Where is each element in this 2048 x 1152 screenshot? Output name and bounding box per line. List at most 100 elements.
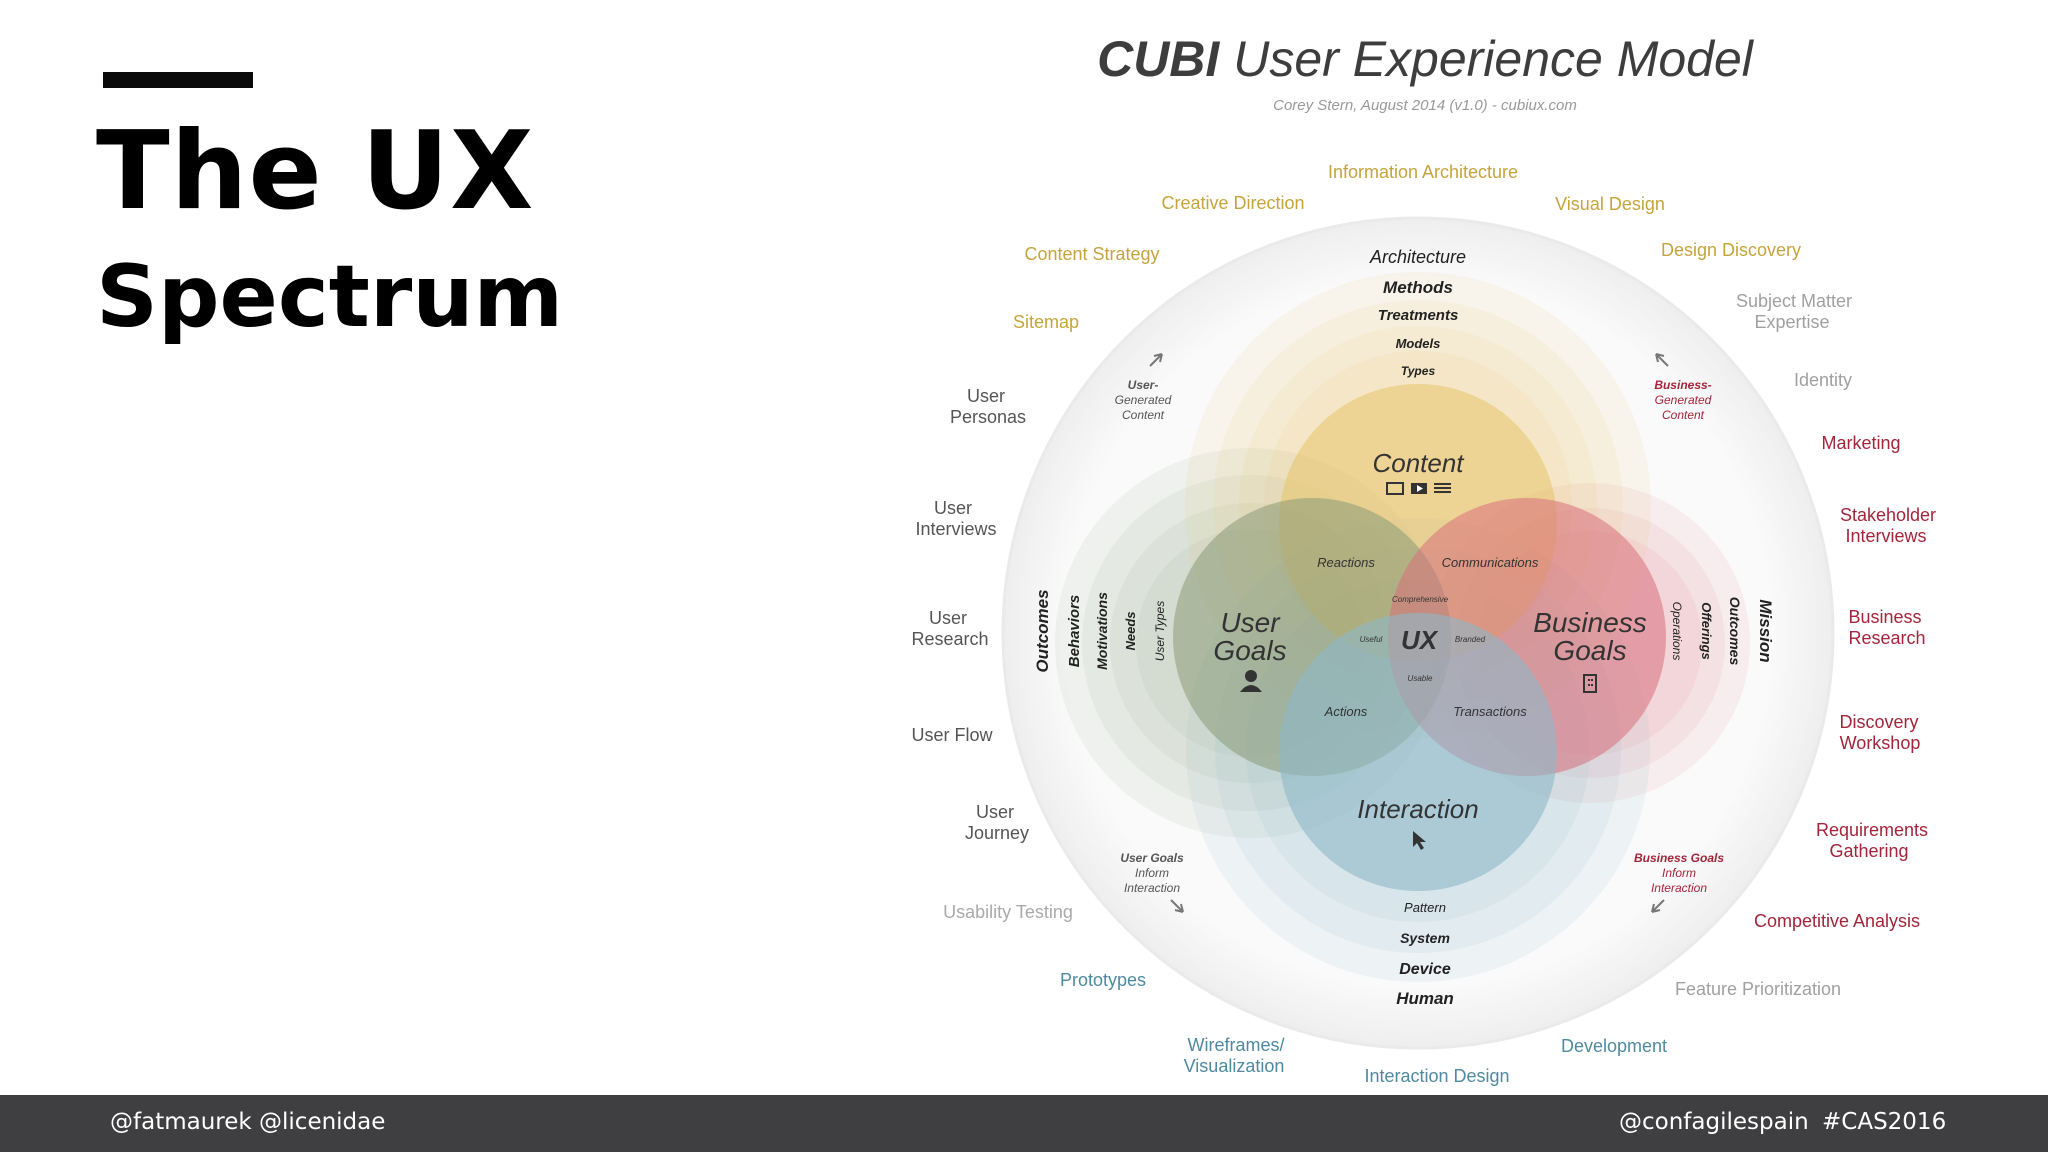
interaction-layer-system: System bbox=[1400, 930, 1450, 946]
svg-text:Content: Content bbox=[1662, 408, 1705, 422]
user-generated-arrow bbox=[1149, 353, 1163, 367]
content-layer-models: Models bbox=[1396, 336, 1441, 351]
interaction-layer-device: Device bbox=[1399, 961, 1451, 978]
communications-label: Communications bbox=[1442, 555, 1539, 570]
svg-text:Interaction: Interaction bbox=[1124, 881, 1180, 895]
footer-bar: @fatmaurek @licenidae @confagilespain #C… bbox=[0, 1095, 2048, 1152]
content-layer-types: Types bbox=[1401, 364, 1436, 378]
svg-text:Content: Content bbox=[1122, 408, 1165, 422]
discipline-creative-direction: Creative Direction bbox=[1161, 193, 1304, 213]
footer-handles: @fatmaurek @licenidae bbox=[110, 1109, 386, 1135]
user-layer-needs: Needs bbox=[1123, 611, 1138, 650]
business-goals-inform-note: Business Goals Inform Interaction bbox=[1634, 851, 1724, 895]
discipline-information-architecture: Information Architecture bbox=[1328, 162, 1518, 182]
footer-hashtag: #CAS2016 bbox=[1822, 1109, 1947, 1135]
discipline-design-discovery: Design Discovery bbox=[1661, 240, 1801, 260]
svg-text:Inform: Inform bbox=[1135, 866, 1169, 880]
cursor-icon bbox=[1413, 831, 1426, 850]
user-goals-inform-note: User Goals Inform Interaction bbox=[1120, 851, 1184, 895]
intersection-labels: Reactions Communications Actions Transac… bbox=[1317, 555, 1539, 719]
footer-conference: @confagilespain bbox=[1619, 1109, 1809, 1135]
discipline-marketing: Marketing bbox=[1821, 433, 1900, 453]
interaction-layer-pattern: Pattern bbox=[1404, 900, 1446, 915]
interaction-layer-labels: Human Device System Pattern bbox=[1396, 900, 1454, 1008]
disciplines-top: Information Architecture Creative Direct… bbox=[1013, 162, 1801, 332]
discipline-prototypes: Prototypes bbox=[1060, 970, 1146, 990]
title-accent-bar bbox=[103, 72, 253, 88]
reactions-label: Reactions bbox=[1317, 555, 1375, 570]
useful-label: Useful bbox=[1360, 635, 1383, 644]
discipline-content-strategy: Content Strategy bbox=[1024, 244, 1159, 264]
discipline-usability-testing: Usability Testing bbox=[943, 902, 1073, 922]
ux-center-label: UX bbox=[1401, 625, 1439, 655]
discipline-visual-design: Visual Design bbox=[1555, 194, 1665, 214]
content-layer-methods: Methods bbox=[1383, 278, 1453, 297]
discipline-user-flow: User Flow bbox=[911, 725, 993, 745]
svg-text:Business Goals: Business Goals bbox=[1634, 851, 1724, 865]
slide-title: The UX Spectrum bbox=[96, 109, 563, 341]
user-generated-note: User- Generated Content bbox=[1115, 378, 1172, 422]
content-label: Content bbox=[1372, 448, 1465, 478]
business-layer-mission: Mission bbox=[1756, 599, 1775, 662]
business-goals-inform-arrow bbox=[1651, 899, 1665, 913]
comprehensive-label: Comprehensive bbox=[1392, 595, 1449, 604]
content-layer-treatments: Treatments bbox=[1378, 307, 1459, 324]
diagram-byline: Corey Stern, August 2014 (v1.0) - cubiux… bbox=[1273, 97, 1577, 114]
svg-text:Business-: Business- bbox=[1654, 378, 1711, 392]
business-layer-operations: Operations bbox=[1670, 602, 1684, 661]
slide-title-line1: The UX bbox=[96, 109, 535, 234]
business-layer-offerings: Offerings bbox=[1699, 602, 1714, 660]
business-layer-outcomes: Outcomes bbox=[1727, 597, 1743, 666]
svg-text:User-: User- bbox=[1128, 378, 1159, 392]
business-generated-note: Business- Generated Content bbox=[1654, 378, 1711, 422]
discipline-identity: Identity bbox=[1794, 370, 1852, 390]
diagram-title-rest: User Experience Model bbox=[1219, 31, 1754, 87]
user-layer-user-types: User Types bbox=[1153, 601, 1167, 661]
diagram-title-bold: CUBI bbox=[1097, 31, 1220, 87]
actions-label: Actions bbox=[1324, 704, 1368, 719]
discipline-interaction-design: Interaction Design bbox=[1364, 1066, 1509, 1086]
business-layer-labels: Mission Outcomes Offerings Operations bbox=[1670, 597, 1775, 666]
svg-text:User Goals: User Goals bbox=[1120, 851, 1184, 865]
transactions-label: Transactions bbox=[1453, 704, 1527, 719]
interaction-circle bbox=[1279, 613, 1557, 891]
discipline-development: Development bbox=[1561, 1036, 1667, 1056]
user-layer-motivations: Motivations bbox=[1094, 592, 1110, 670]
user-layer-labels: Outcomes Behaviors Motivations Needs Use… bbox=[1033, 589, 1167, 672]
discipline-feature-prioritization: Feature Prioritization bbox=[1675, 979, 1841, 999]
user-goals-inform-arrow bbox=[1170, 899, 1184, 913]
usable-label: Usable bbox=[1408, 674, 1433, 683]
diagram-title: CUBI User Experience Model bbox=[1097, 31, 1755, 87]
discipline-wireframes-visualization: Wireframes/Visualization bbox=[1184, 1035, 1285, 1076]
disciplines-bottom: Prototypes Wireframes/Visualization Inte… bbox=[1060, 970, 1667, 1086]
interaction-layer-human: Human bbox=[1396, 989, 1454, 1008]
discipline-competitive-analysis: Competitive Analysis bbox=[1754, 911, 1920, 931]
building-icon bbox=[1583, 674, 1597, 693]
person-icon bbox=[1240, 670, 1262, 692]
discipline-sitemap: Sitemap bbox=[1013, 312, 1079, 332]
user-layer-behaviors: Behaviors bbox=[1066, 595, 1083, 668]
svg-text:Inform: Inform bbox=[1662, 866, 1696, 880]
svg-text:Generated: Generated bbox=[1655, 393, 1712, 407]
branded-label: Branded bbox=[1455, 635, 1486, 644]
interaction-label: Interaction bbox=[1357, 794, 1478, 824]
media-icons bbox=[1386, 482, 1451, 495]
svg-text:Generated: Generated bbox=[1115, 393, 1172, 407]
user-layer-outcomes: Outcomes bbox=[1033, 589, 1052, 672]
business-generated-arrow bbox=[1655, 353, 1669, 367]
content-layer-architecture: Architecture bbox=[1369, 247, 1466, 267]
cubi-ux-model-diagram: CUBI User Experience Model Corey Stern, … bbox=[911, 31, 1936, 1086]
